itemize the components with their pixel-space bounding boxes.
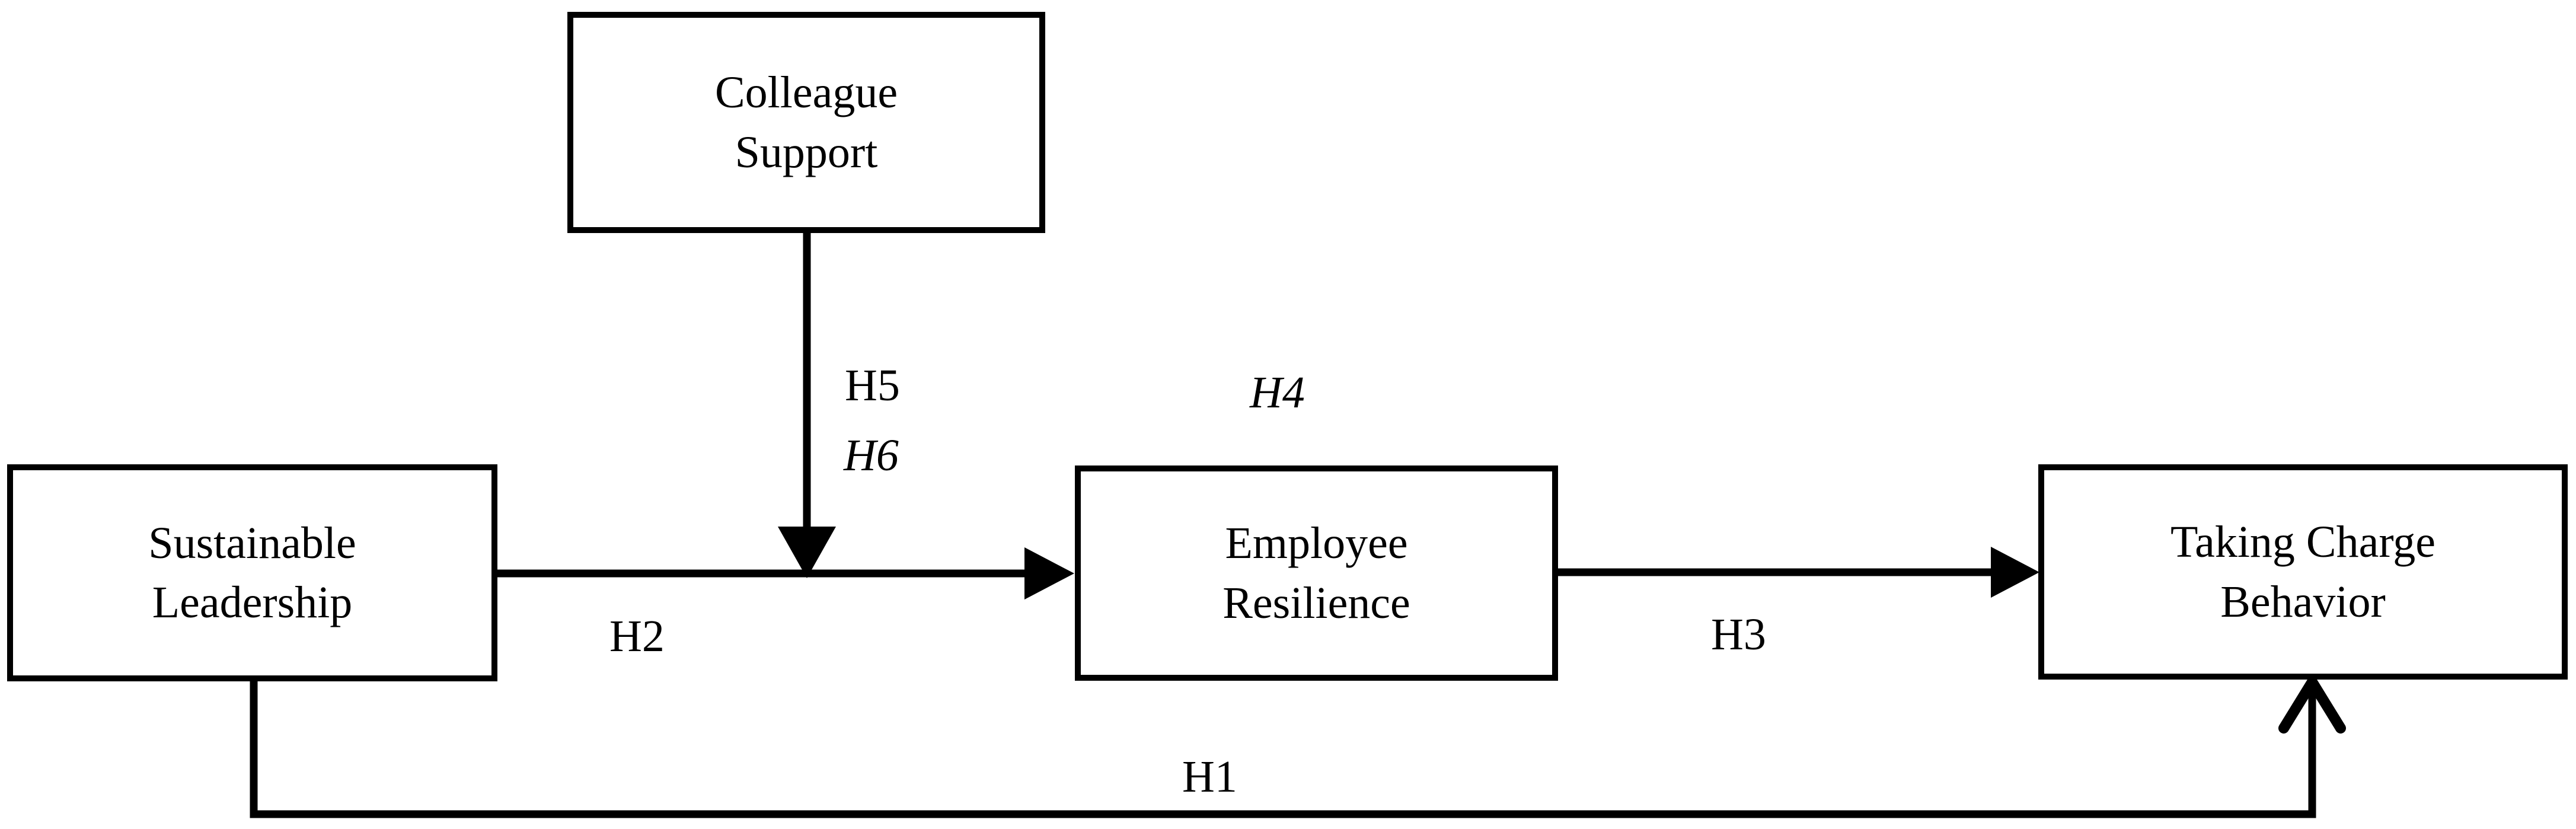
node-taking-charge-behavior-line-2: Behavior	[2220, 576, 2386, 627]
node-sustainable-leadership-line-1: Sustainable	[148, 518, 356, 568]
edge-label-h3: H3	[1711, 610, 1766, 659]
connector-sustainable-leadership-to-employee-resilience	[497, 547, 1074, 600]
edge-label-h4: H4	[1250, 368, 1305, 417]
node-colleague-support-line-1: Colleague	[714, 68, 898, 118]
edge-label-h1: H1	[1182, 752, 1237, 802]
edge-label-h2: H2	[609, 611, 665, 661]
node-colleague-support[interactable]: Colleague Support	[567, 12, 1045, 233]
connector-colleague-support-to-path	[778, 233, 836, 578]
connector-sustainable-leadership-to-taking-charge-behavior	[250, 671, 2346, 818]
connector-employee-resilience-to-taking-charge-behavior	[1558, 547, 2039, 598]
node-colleague-support-line-2: Support	[735, 127, 878, 177]
node-sustainable-leadership[interactable]: Sustainable Leadership	[7, 464, 497, 681]
node-taking-charge-behavior[interactable]: Taking Charge Behavior	[2038, 464, 2568, 680]
node-taking-charge-behavior-line-1: Taking Charge	[2170, 517, 2436, 567]
node-sustainable-leadership-line-2: Leadership	[152, 578, 353, 627]
edge-label-h6: H6	[844, 431, 899, 480]
node-employee-resilience-line-1: Employee	[1225, 518, 1408, 569]
node-employee-resilience-line-2: Resilience	[1222, 578, 1410, 628]
edge-label-h5: H5	[845, 361, 900, 410]
node-employee-resilience[interactable]: Employee Resilience	[1075, 465, 1558, 681]
